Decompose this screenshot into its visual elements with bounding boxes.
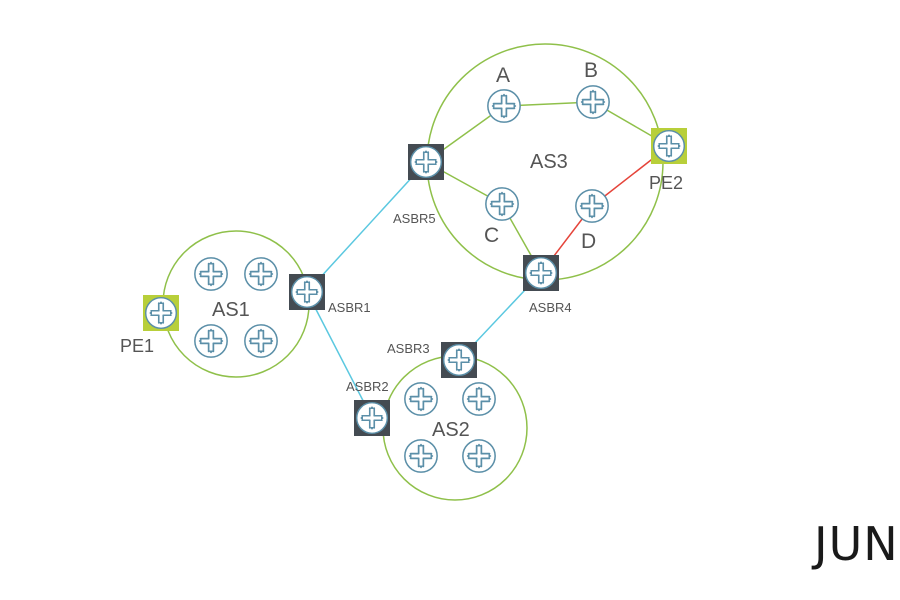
as1-label: AS1 — [212, 299, 250, 321]
asbr1-label: ASBR1 — [328, 300, 371, 315]
logo-text: JUNI — [811, 517, 900, 571]
router-icon — [484, 186, 520, 222]
router-icon — [524, 256, 558, 290]
as3-routers: A B C D — [484, 59, 611, 253]
pe1: PE1 — [120, 295, 179, 356]
asbr5-label: ASBR5 — [393, 211, 436, 226]
router-icon — [409, 145, 443, 179]
router-icon — [461, 381, 497, 417]
link-asbr1-asbr5 — [306, 161, 427, 293]
router-icon — [193, 256, 229, 292]
asbr5: ASBR5 — [393, 144, 444, 226]
asbr2-label: ASBR2 — [346, 379, 389, 394]
asbr1: ASBR1 — [289, 274, 371, 315]
router-c-label: C — [484, 224, 499, 247]
links — [306, 101, 670, 419]
router-icon — [461, 438, 497, 474]
router-icon — [486, 88, 522, 124]
router-icon — [652, 129, 686, 163]
router-icon — [403, 381, 439, 417]
asbr4-label: ASBR4 — [529, 300, 572, 315]
pe2-label: PE2 — [649, 173, 683, 193]
router-d: D — [574, 188, 610, 253]
pe2: PE2 — [649, 128, 687, 193]
as3-label: AS3 — [530, 151, 568, 173]
asbr2: ASBR2 — [346, 379, 390, 436]
asbr3-label: ASBR3 — [387, 341, 430, 356]
router-icon — [574, 188, 610, 224]
as2-label: AS2 — [432, 419, 470, 441]
router-icon — [144, 296, 178, 330]
router-d-label: D — [581, 230, 596, 253]
router-b-label: B — [584, 59, 598, 82]
link-asbr1-asbr2 — [306, 291, 373, 419]
asbr3: ASBR3 — [387, 341, 477, 378]
pe1-label: PE1 — [120, 336, 154, 356]
router-a: A — [486, 64, 522, 124]
juniper-logo: JUNI — [811, 517, 900, 571]
router-icon — [442, 343, 476, 377]
router-icon — [193, 323, 229, 359]
router-icon — [290, 275, 324, 309]
router-c: C — [484, 186, 520, 247]
router-icon — [355, 401, 389, 435]
router-icon — [403, 438, 439, 474]
router-icon — [243, 256, 279, 292]
router-icon — [575, 84, 611, 120]
asbr4: ASBR4 — [523, 255, 572, 315]
router-icon — [243, 323, 279, 359]
router-a-label: A — [496, 64, 510, 87]
router-b: B — [575, 59, 611, 120]
